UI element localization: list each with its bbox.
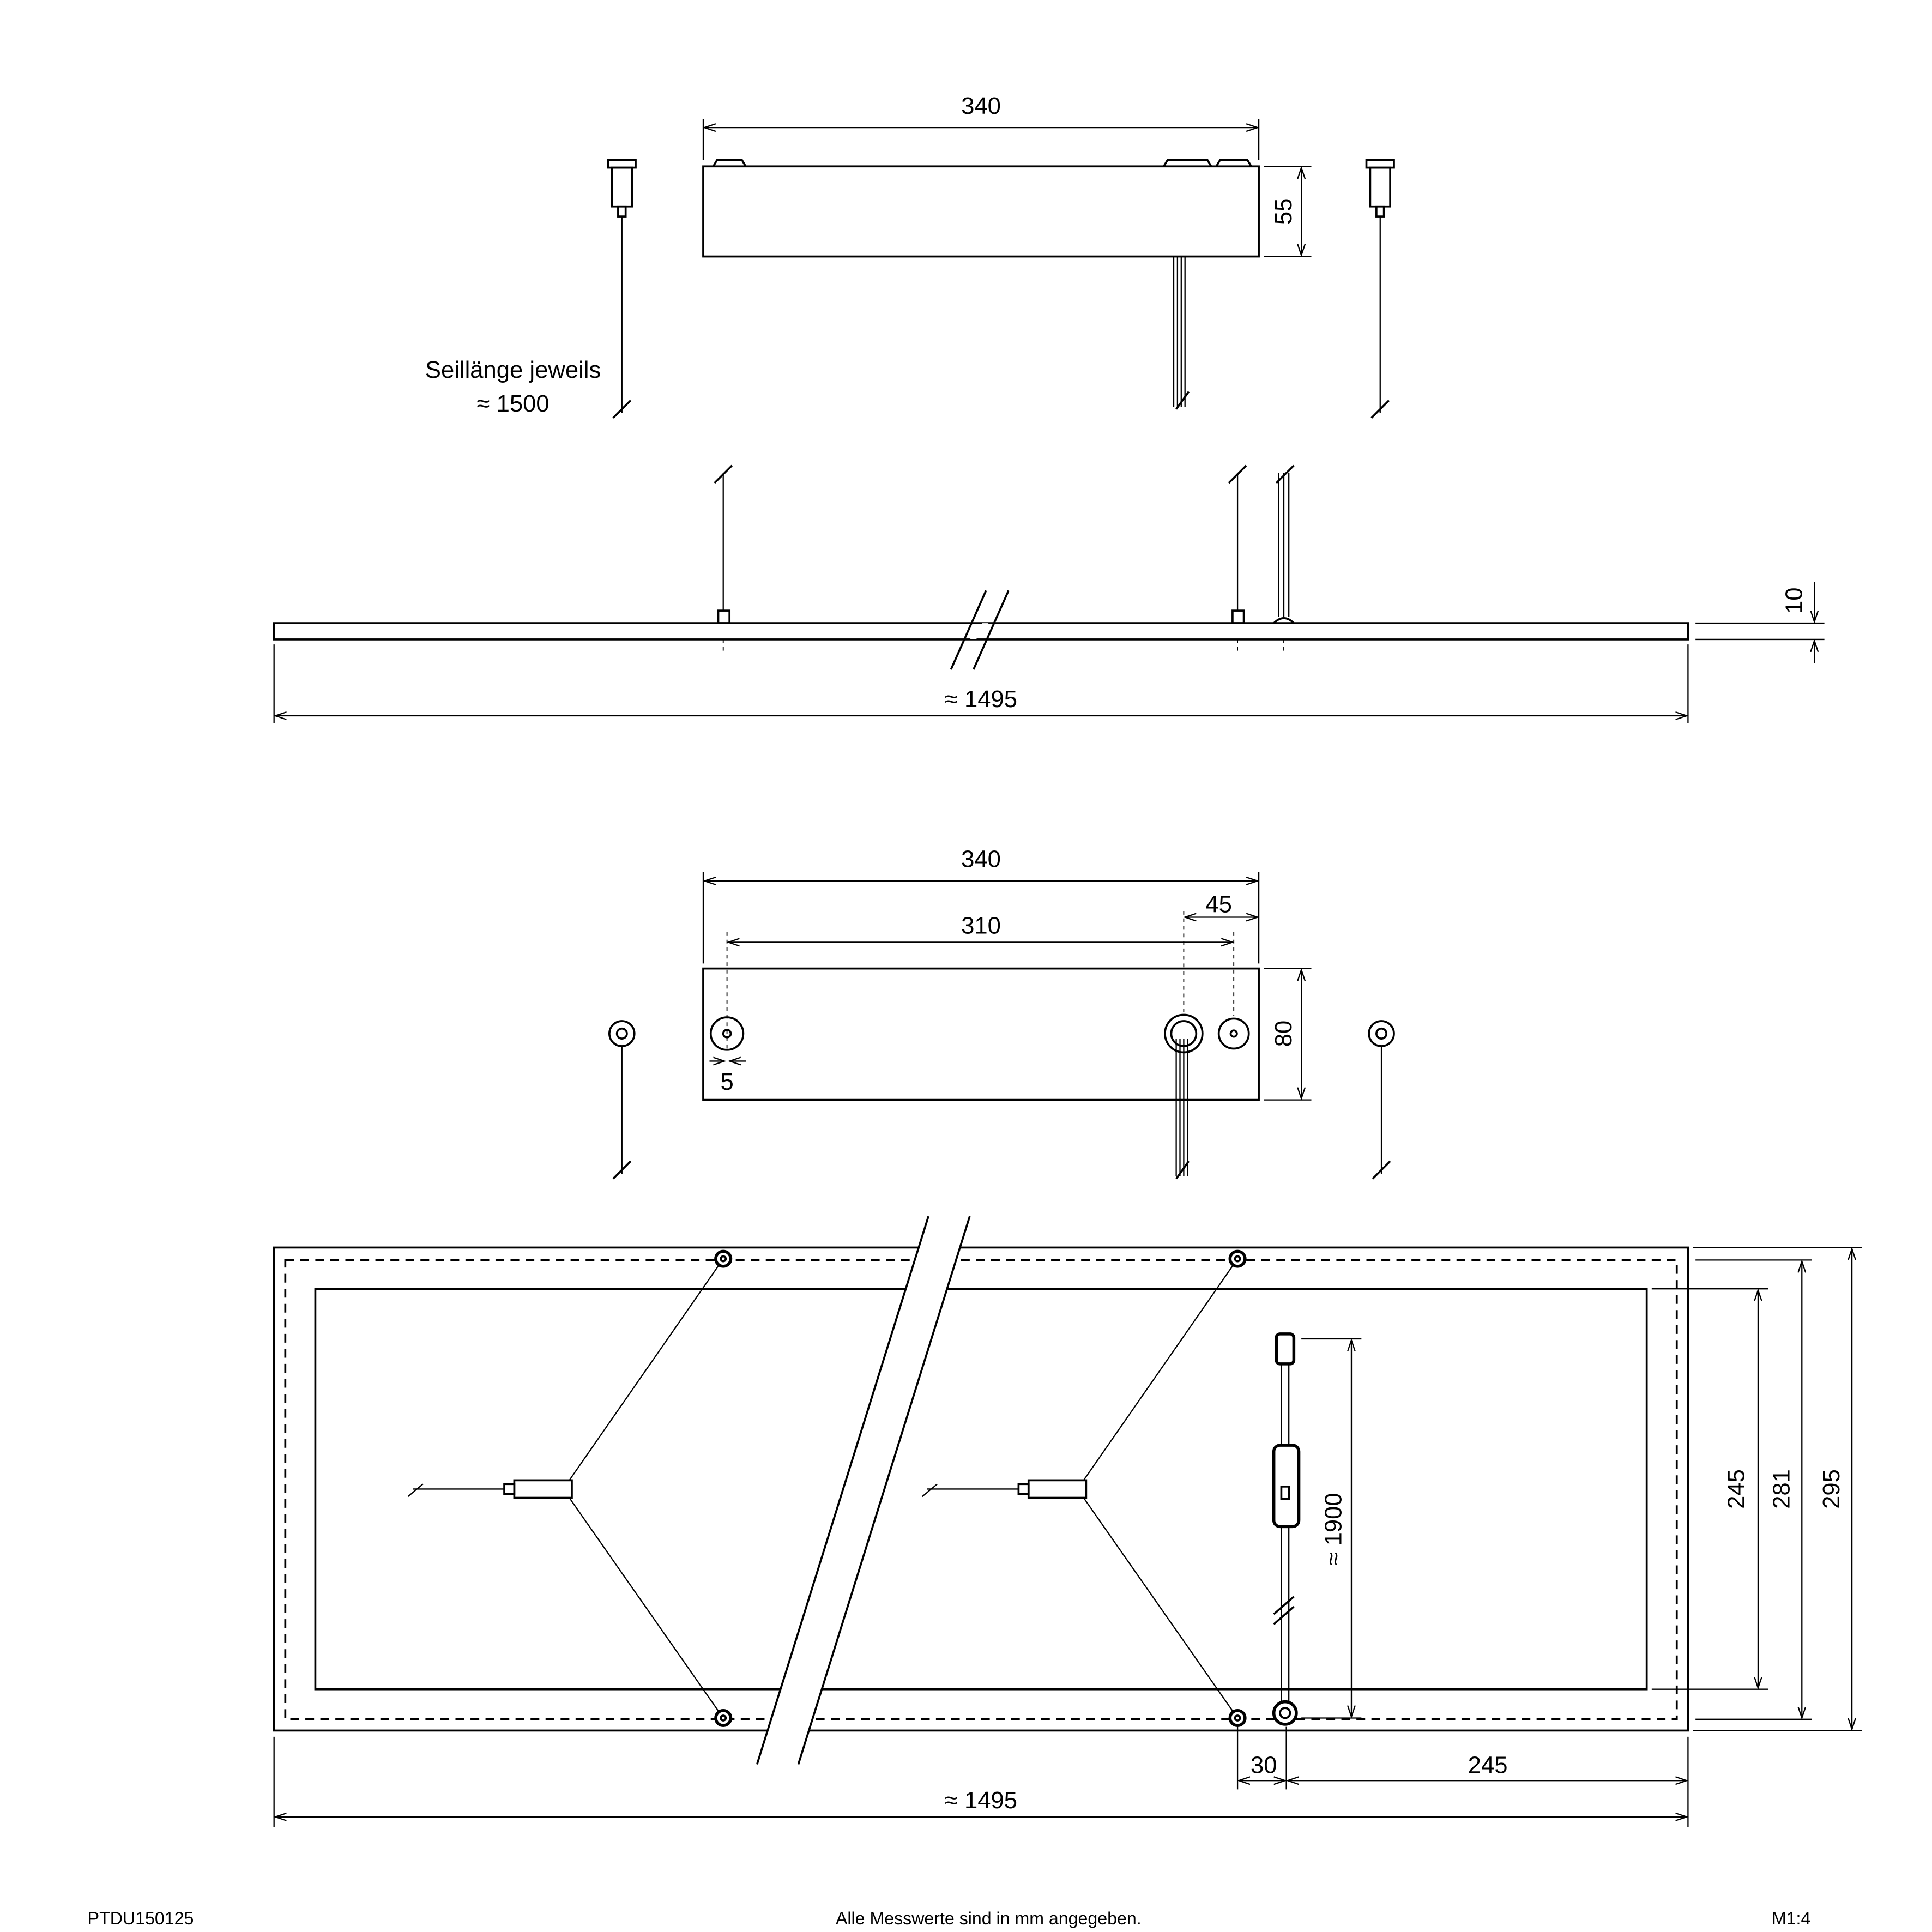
wire-left (407, 1258, 724, 1719)
panel-length-top-label: ≈ 1495 (945, 1788, 1017, 1814)
suspension-left (607, 159, 637, 419)
canopy-width-top-label: 340 (961, 847, 1001, 873)
mid-width-label: 281 (1768, 1469, 1795, 1509)
pendant-top-right (1368, 1020, 1395, 1180)
dim-hole-spacing: 310 (728, 913, 1233, 942)
dim-panel-thickness: 10 (1695, 582, 1825, 663)
dim-panel-length-side: ≈ 1495 (273, 644, 1689, 723)
suspension-right (1365, 159, 1395, 419)
top-canopy (702, 911, 1260, 1180)
scale-label: M1:4 (1772, 1909, 1810, 1928)
hole-offset-label: 5 (720, 1069, 733, 1095)
dim-cable-length: ≈ 1900 (1301, 1338, 1362, 1719)
cable-exit-distance-label: 245 (1468, 1752, 1508, 1778)
units-note: Alle Messwerte sind in mm angegeben. (836, 1909, 1142, 1928)
dim-canopy-width-side: 340 (702, 93, 1260, 160)
pendant-top-left (608, 1020, 636, 1180)
canopy-width-label: 340 (961, 93, 1001, 119)
wire-right (921, 1258, 1239, 1719)
article-number: PTDU150125 (88, 1909, 194, 1928)
dim-hole-offset: 5 (709, 1061, 746, 1095)
dim-canopy-width-top: 340 (702, 847, 1260, 964)
canopy-depth-label: 80 (1271, 1021, 1297, 1047)
side-panel (273, 464, 1689, 670)
panel-thickness-label: 10 (1781, 588, 1807, 614)
cable-exit-offset-label: 30 (1251, 1752, 1277, 1778)
outer-width-label: 295 (1819, 1469, 1845, 1509)
dim-panel-length-top: ≈ 1495 (275, 1788, 1687, 1817)
hole-spacing-label: 310 (961, 913, 1001, 939)
cable-offset-label: 45 (1205, 891, 1232, 917)
dim-cable-exit: 30 245 (273, 1726, 1689, 1827)
cable-length-value: ≈ 1500 (477, 391, 550, 417)
screw-points (714, 1249, 1247, 1728)
dim-canopy-depth: 80 (1264, 968, 1312, 1101)
side-canopy (702, 159, 1260, 410)
canopy-height-label: 55 (1271, 198, 1297, 225)
cable-length-label: Seillänge jeweils (425, 357, 601, 383)
power-cable (1272, 1332, 1301, 1726)
dim-cable-offset: 45 (1185, 891, 1258, 917)
inner-width-label: 245 (1724, 1469, 1750, 1509)
cable-length-top-label: ≈ 1900 (1321, 1493, 1347, 1565)
dim-widths: 245 281 295 (1651, 1247, 1862, 1731)
panel-length-label-side: ≈ 1495 (945, 686, 1017, 713)
dim-canopy-height: 55 (1264, 166, 1312, 257)
top-panel (273, 1216, 1689, 1765)
